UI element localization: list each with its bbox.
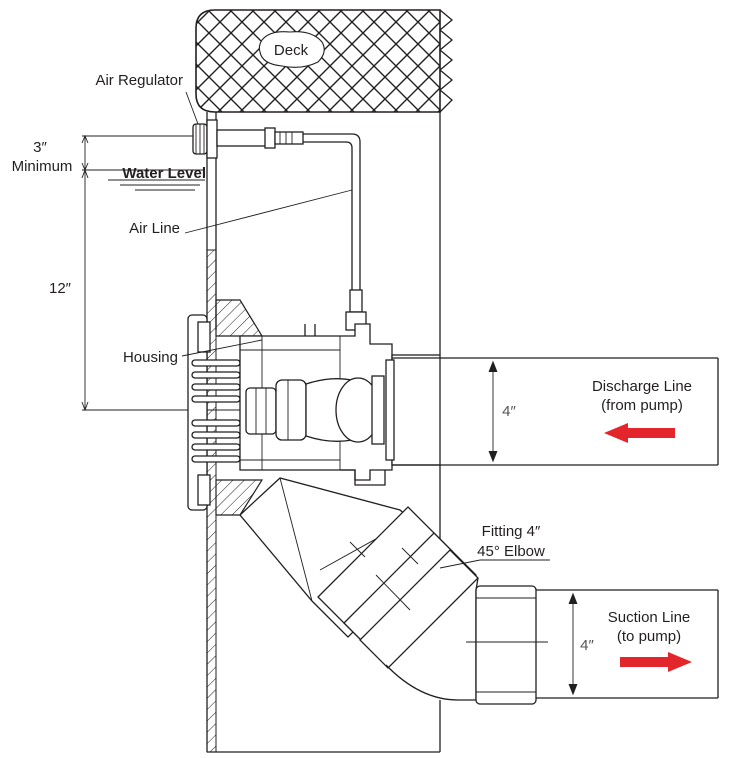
elbow-label: 45° Elbow [477,543,545,560]
depth-label: 12″ [49,280,72,297]
left-arrow-icon [604,423,675,443]
deck: Deck [195,9,454,113]
housing [187,299,393,516]
right-arrow-icon [620,652,692,672]
suction-line: 4″ Suction Line (to pump) [466,585,719,705]
air-regulator-label: Air Regulator [95,72,183,89]
elbow-fitting: Fitting 4″ 45° Elbow [239,477,550,701]
suction-line-sublabel: (to pump) [617,628,681,645]
min-value-label: 3″ [33,139,47,156]
air-regulator [192,119,268,159]
air-line [264,127,367,331]
air-line-label: Air Line [129,220,180,237]
suction-line-label: Suction Line [608,609,691,626]
suction-size-label: 4″ [580,637,594,654]
discharge-size-label: 4″ [502,403,516,420]
housing-label: Housing [123,349,178,366]
discharge-line-label: Discharge Line [592,378,692,395]
min-word-label: Minimum [12,158,73,175]
left-labels: Air Regulator 3″ Minimum Water Level Air… [12,72,353,366]
water-level-label: Water Level [122,165,206,182]
discharge-line-sublabel: (from pump) [601,397,683,414]
fitting-label: Fitting 4″ [482,523,541,540]
discharge-line: 4″ Discharge Line (from pump) [385,354,719,466]
deck-label: Deck [274,42,309,59]
